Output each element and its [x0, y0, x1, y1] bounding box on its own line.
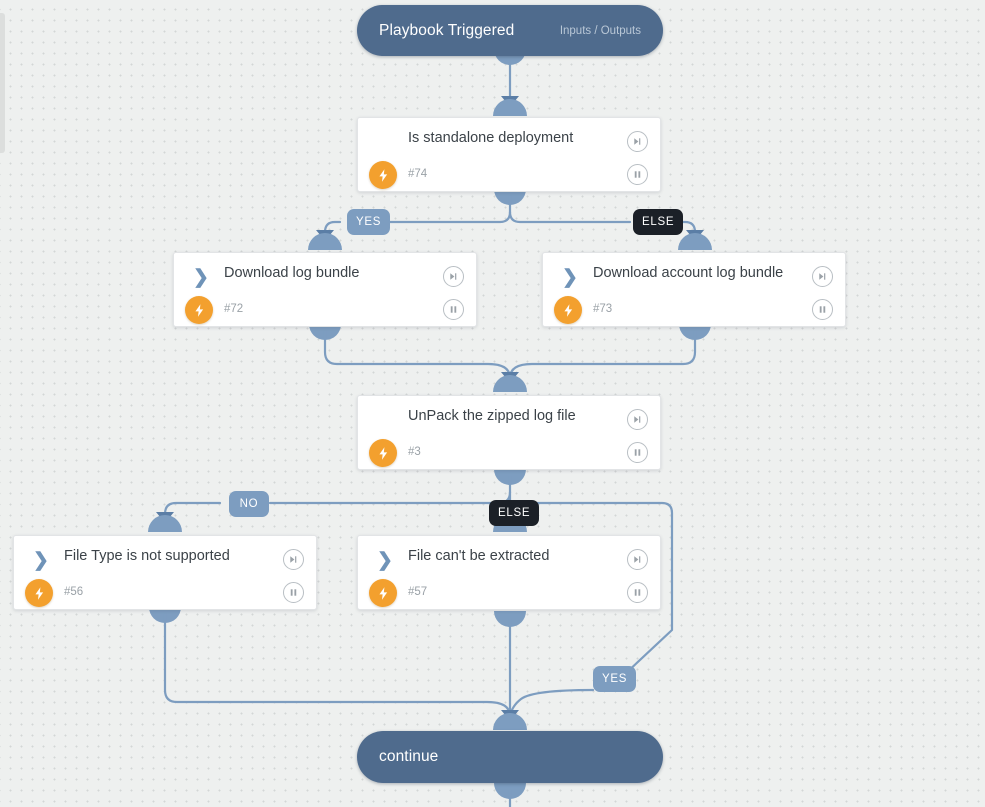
- node-id-label: #3: [408, 446, 421, 458]
- lightning-bolt-icon: [369, 161, 397, 189]
- node-72-download-log-bundle[interactable]: ❯ Download log bundle #72: [173, 252, 477, 327]
- branch-badge-yes-bottom[interactable]: YES: [593, 666, 637, 692]
- node-3-unpack-the-zipped-log-file[interactable]: UnPack the zipped log file #3: [357, 395, 661, 470]
- lightning-bolt-icon: [25, 579, 53, 607]
- pause-icon[interactable]: [627, 582, 648, 603]
- node-id-label: #73: [593, 303, 613, 315]
- left-panel-sliver: [0, 13, 5, 153]
- node-title: Download account log bundle: [593, 265, 784, 281]
- pause-icon[interactable]: [283, 582, 304, 603]
- node-id-label: #74: [408, 168, 428, 180]
- lightning-bolt-icon: [369, 579, 397, 607]
- node-id-label: #72: [224, 303, 244, 315]
- node-73-download-account-log-bundle[interactable]: ❯ Download account log bundle #73: [542, 252, 846, 327]
- diamond-icon: [372, 407, 398, 433]
- node-57-file-cant-be-extracted[interactable]: ❯ File can't be extracted #57: [357, 535, 661, 610]
- chevron-right-icon: ❯: [193, 266, 209, 288]
- pause-icon[interactable]: [627, 442, 648, 463]
- branch-badge-else-mid[interactable]: ELSE: [489, 500, 540, 526]
- node-id-label: #57: [408, 586, 428, 598]
- trigger-inputs-outputs-link[interactable]: Inputs / Outputs: [559, 24, 641, 37]
- continue-title: continue: [379, 748, 439, 765]
- badge-label: ELSE: [642, 216, 675, 228]
- node-id-label: #56: [64, 586, 84, 598]
- step-forward-icon[interactable]: [443, 266, 464, 287]
- branch-badge-yes-top[interactable]: YES: [347, 209, 391, 235]
- node-74-is-standalone-deployment[interactable]: Is standalone deployment #74: [357, 117, 661, 192]
- lightning-bolt-icon: [185, 296, 213, 324]
- node-title: Download log bundle: [224, 265, 360, 281]
- step-forward-icon[interactable]: [283, 549, 304, 570]
- diamond-icon: [372, 129, 398, 155]
- badge-label: YES: [356, 216, 382, 228]
- pause-icon[interactable]: [443, 299, 464, 320]
- chevron-right-icon: ❯: [33, 549, 49, 571]
- node-title: File can't be extracted: [408, 548, 550, 564]
- chevron-right-icon: ❯: [377, 549, 393, 571]
- step-forward-icon[interactable]: [627, 131, 648, 152]
- branch-badge-else-top[interactable]: ELSE: [633, 209, 684, 235]
- node-title: UnPack the zipped log file: [408, 408, 576, 424]
- pause-icon[interactable]: [627, 164, 648, 185]
- node-playbook-triggered[interactable]: Playbook Triggered Inputs / Outputs: [357, 5, 663, 56]
- node-56-file-type-is-not-supported[interactable]: ❯ File Type is not supported #56: [13, 535, 317, 610]
- pause-icon[interactable]: [812, 299, 833, 320]
- node-title: Is standalone deployment: [408, 130, 574, 146]
- step-forward-icon[interactable]: [627, 409, 648, 430]
- node-title: File Type is not supported: [64, 548, 230, 564]
- lightning-bolt-icon: [554, 296, 582, 324]
- badge-label: ELSE: [498, 507, 531, 519]
- step-forward-icon[interactable]: [812, 266, 833, 287]
- chevron-right-icon: ❯: [562, 266, 578, 288]
- badge-label: NO: [239, 498, 259, 510]
- branch-badge-no-mid[interactable]: NO: [229, 491, 269, 517]
- trigger-title: Playbook Triggered: [379, 21, 515, 39]
- step-forward-icon[interactable]: [627, 549, 648, 570]
- lightning-bolt-icon: [369, 439, 397, 467]
- badge-label: YES: [602, 673, 628, 685]
- node-continue[interactable]: continue: [357, 731, 663, 783]
